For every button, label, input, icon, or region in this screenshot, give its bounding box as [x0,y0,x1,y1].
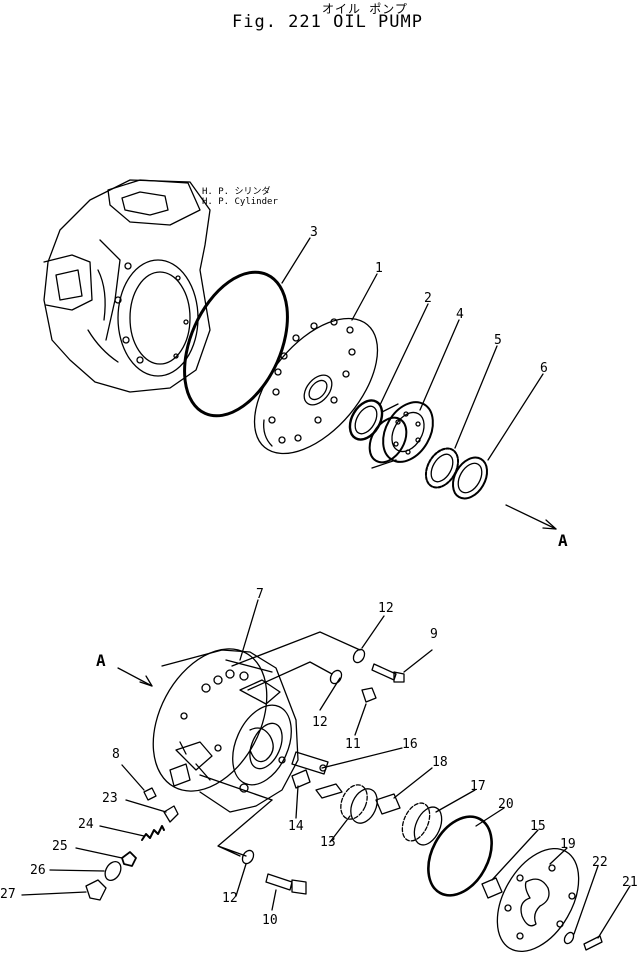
callout-16: 16 [402,737,418,752]
view-marker-lower: A [96,651,106,670]
plug-part-8 [143,787,157,801]
callout-3: 3 [310,225,318,240]
callout-25: 25 [52,839,68,854]
callout-12-upper: 12 [378,601,394,616]
bushing-part-18 [375,793,401,815]
bearing-part-4 [368,401,434,469]
callout-12-middle: 12 [312,715,328,730]
cylinder-note-jp: H. P. シリンダ [202,185,271,197]
washer-part-12-c [241,849,255,865]
callout-13: 13 [320,835,336,850]
callout-5: 5 [494,333,502,348]
cylinder-note-en: H. P. Cylinder [202,197,278,207]
drive-gear-part-13 [315,783,378,824]
washer-part-12-b [329,669,343,685]
bolt-part-10 [265,873,307,895]
callout-8: 8 [112,747,120,762]
callout-6: 6 [540,361,548,376]
shaft-part-16 [291,751,329,775]
washer-part-12-a [352,648,366,664]
plug-part-25 [121,851,137,867]
callout-21: 21 [622,875,638,890]
callout-4: 4 [456,307,464,322]
plug-part-11 [361,687,377,703]
pump-body-part-7 [152,648,299,813]
bolt-part-9 [371,663,405,683]
plunger-part-23 [163,805,179,823]
hp-cylinder-housing [43,179,211,393]
figure-title: Fig. 221 OIL PUMP [232,12,423,32]
callout-20: 20 [498,797,514,812]
washer-part-22 [563,931,575,945]
callout-10: 10 [262,913,278,928]
callout-7: 7 [256,587,264,602]
driven-gear-part-17 [401,802,443,846]
washer-part-26 [104,861,122,881]
callout-22: 22 [592,855,608,870]
callout-12-lower: 12 [222,891,238,906]
cover-part-19 [496,847,580,953]
callout-9: 9 [430,627,438,642]
plug-part-27 [85,879,107,901]
callout-18: 18 [432,755,448,770]
plate-part-1 [253,317,379,455]
nut-part-6 [451,456,489,500]
view-marker-upper: A [558,531,568,550]
callout-14: 14 [288,819,304,834]
figure-title-japanese: オイル ポンプ [322,2,408,16]
o-ring-part-3 [183,270,289,418]
callout-27: 27 [0,887,16,902]
callout-15: 15 [530,819,546,834]
callout-26: 26 [30,863,46,878]
callout-1: 1 [375,261,383,276]
callout-11: 11 [345,737,361,752]
o-ring-part-20 [427,815,493,897]
spring-part-24 [141,825,165,841]
callout-24: 24 [78,817,94,832]
callout-2: 2 [424,291,432,306]
callout-23: 23 [102,791,118,806]
bushing-part-15 [481,877,503,899]
bolt-part-21 [583,935,603,951]
callout-17: 17 [470,779,486,794]
callout-19: 19 [560,837,576,852]
bushing-part-14 [291,769,311,789]
